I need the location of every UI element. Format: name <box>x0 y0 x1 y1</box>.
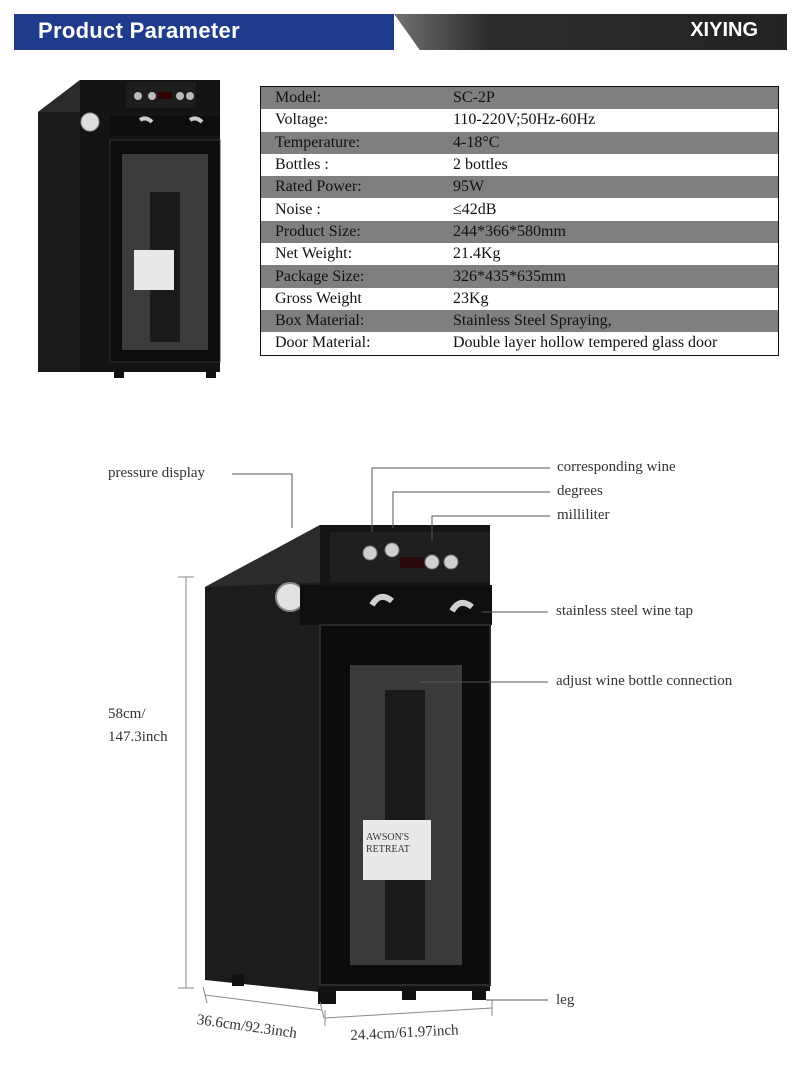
page-title: Product Parameter <box>38 18 240 43</box>
svg-text:AWSON'S: AWSON'S <box>366 832 409 843</box>
label-wine-tap: stainless steel wine tap <box>556 603 694 619</box>
spec-value: 4-18°C <box>453 133 500 151</box>
spec-label: Box Material: <box>275 312 365 330</box>
label-pressure-display: pressure display <box>108 465 206 481</box>
spec-row: Door Material: Double layer hollow temper… <box>260 332 779 356</box>
spec-label: Net Weight: <box>275 245 353 263</box>
header-blue-bar <box>14 14 394 50</box>
spec-value: 244*366*580mm <box>453 222 566 240</box>
spec-label: Noise : <box>275 200 321 218</box>
label-milliliter: milliliter <box>557 507 610 523</box>
spec-label: Model: <box>275 89 322 107</box>
spec-value: 2 bottles <box>453 156 508 174</box>
spec-label: Voltage: <box>275 111 329 129</box>
product-illustration: AWSON'S RETREAT <box>178 467 550 1026</box>
knob-icon <box>362 545 378 561</box>
knob-icon <box>384 542 400 558</box>
side-panel <box>205 525 320 992</box>
spec-row: Temperature: 4-18°C <box>260 131 779 154</box>
spec-label: Rated Power: <box>275 178 362 196</box>
spec-row: Product Size: 244*366*580mm <box>260 220 779 244</box>
leg-icon <box>318 988 336 1004</box>
leg-icon <box>402 988 416 1000</box>
spec-value: Stainless Steel Spraying, <box>453 312 612 330</box>
spec-value: 110-220V;50Hz-60Hz <box>453 111 596 129</box>
brand-name: XIYING <box>690 19 758 41</box>
spec-row: Box Material: Stainless Steel Spraying, <box>260 309 779 333</box>
spec-row: Net Weight: 21.4Kg <box>260 243 779 266</box>
spec-row: Voltage: 110-220V;50Hz-60Hz <box>260 109 779 132</box>
digital-display <box>400 557 424 568</box>
product-diagram: AWSON'S RETREAT pressu <box>0 440 800 1070</box>
tap-icon <box>369 593 394 607</box>
spec-label: Gross Weight <box>275 289 362 307</box>
spec-row: Bottles : 2 bottles <box>260 153 779 177</box>
bottle-label <box>363 820 431 880</box>
spec-label: Product Size: <box>275 222 361 240</box>
spec-row: Noise : ≤42dB <box>260 198 779 221</box>
knob-icon <box>424 554 440 570</box>
spec-value: 326*435*635mm <box>453 267 566 285</box>
label-degrees: degrees <box>557 483 603 499</box>
tap-icon <box>449 599 474 613</box>
spec-row: Package Size: 326*435*635mm <box>260 265 779 288</box>
spec-value: 23Kg <box>453 289 489 307</box>
product-photo-small <box>38 80 221 378</box>
knob-icon <box>443 554 459 570</box>
spec-label: Door Material: <box>275 334 371 352</box>
label-height-inch: 147.3inch <box>108 729 168 745</box>
spec-value: Double layer hollow tempered glass door <box>453 334 718 352</box>
header-banner: Product Parameter XIYING <box>0 0 800 60</box>
leg-icon <box>472 988 486 1000</box>
header-dark-bar <box>394 14 787 50</box>
spec-row: Rated Power: 95W <box>260 176 779 199</box>
spec-label: Bottles : <box>275 156 329 174</box>
spec-value: 21.4Kg <box>453 245 501 263</box>
spec-value: ≤42dB <box>453 200 497 218</box>
svg-text:RETREAT: RETREAT <box>366 844 410 855</box>
label-height-cm: 58cm/ <box>108 706 146 722</box>
pressure-gauge-icon <box>275 582 305 612</box>
spec-row: Model: SC-2P <box>260 86 779 110</box>
label-corresponding-wine: corresponding wine <box>557 459 676 475</box>
label-bottle-connection: adjust wine bottle connection <box>556 673 733 689</box>
spec-value: SC-2P <box>453 89 495 107</box>
spec-label: Temperature: <box>275 133 361 151</box>
label-leg: leg <box>556 992 575 1008</box>
spec-row: Gross Weight 23Kg <box>260 287 779 310</box>
spec-value: 95W <box>453 178 485 196</box>
spec-label: Package Size: <box>275 267 365 285</box>
leg-icon <box>232 974 244 986</box>
